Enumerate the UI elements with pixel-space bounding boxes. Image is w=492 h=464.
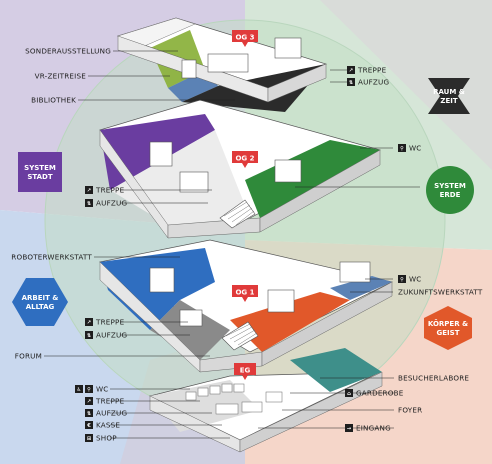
eg-treppe: ↗ TREPPE	[85, 397, 125, 406]
svg-text:TREPPE: TREPPE	[95, 397, 125, 406]
accessible-icon	[75, 385, 83, 393]
label-roboterwerkstatt: ROBOTERWERKSTATT	[11, 253, 92, 262]
stairs-icon	[85, 186, 93, 194]
elevator-icon	[85, 199, 93, 207]
zone-badge-raum-zeit[interactable]: RAUM & ZEIT	[428, 78, 470, 114]
og3-treppe: ↗ TREPPE	[347, 66, 387, 75]
svg-text:SHOP: SHOP	[96, 434, 117, 443]
svg-text:⇅: ⇅	[87, 201, 92, 207]
badge-og3: OG 3	[232, 30, 258, 47]
svg-text:ZUKUNFTSWERKSTATT: ZUKUNFTSWERKSTATT	[398, 288, 483, 297]
og2-aufzug: ⇅ AUFZUG	[85, 199, 127, 208]
shop-icon	[85, 434, 93, 442]
badge-og1: OG 1	[232, 285, 258, 302]
svg-text:⇅: ⇅	[87, 411, 92, 417]
svg-text:AUFZUG: AUFZUG	[96, 409, 127, 418]
svg-text:WC: WC	[409, 275, 422, 284]
stairs-icon	[85, 397, 93, 405]
svg-text:⇅: ⇅	[349, 80, 354, 86]
og1-wc: ⚲ WC	[398, 275, 422, 284]
elevator-icon	[85, 331, 93, 339]
svg-text:EG: EG	[240, 367, 251, 375]
og1-treppe: ↗ TREPPE	[85, 318, 125, 327]
badge-eg: EG	[234, 363, 256, 380]
og1-aufzug: ⇅ AUFZUG	[85, 331, 127, 340]
svg-text:ARBEIT &: ARBEIT &	[22, 294, 59, 302]
svg-text:OG 3: OG 3	[235, 34, 254, 42]
zone-badge-koerper-geist[interactable]: KÖRPER & GEIST	[424, 306, 472, 350]
svg-text:TREPPE: TREPPE	[95, 186, 125, 195]
og2-wc: ⚲ WC	[398, 144, 422, 153]
stairs-icon	[85, 318, 93, 326]
wc-icon	[85, 385, 93, 393]
svg-text:↗: ↗	[87, 320, 91, 326]
svg-text:⇅: ⇅	[87, 333, 92, 339]
og2-treppe: ↗ TREPPE	[85, 186, 125, 195]
eg-wc: ♿ ⚲ WC	[75, 385, 109, 394]
og1-zukunftswerkstatt: ZUKUNFTSWERKSTATT	[398, 288, 483, 297]
eg-eingang: → EINGANG	[345, 424, 391, 433]
label-vr-zeitreise: VR-ZEITREISE	[35, 72, 87, 81]
svg-text:WC: WC	[409, 144, 422, 153]
svg-text:GEIST: GEIST	[437, 329, 460, 337]
stairs-icon	[347, 66, 355, 74]
svg-text:⚲: ⚲	[87, 387, 91, 393]
zone-badge-system-erde[interactable]: SYSTEM ERDE	[426, 166, 474, 214]
svg-text:WC: WC	[96, 385, 109, 394]
svg-text:AUFZUG: AUFZUG	[358, 78, 389, 87]
elevator-icon	[85, 409, 93, 417]
eg-aufzug: ⇅ AUFZUG	[85, 409, 127, 418]
svg-text:⚲: ⚲	[400, 146, 404, 152]
eg-shop: ⊞ SHOP	[85, 434, 117, 443]
svg-text:AUFZUG: AUFZUG	[96, 331, 127, 340]
svg-text:⌂: ⌂	[347, 391, 351, 397]
elevator-icon	[347, 78, 355, 86]
svg-text:SYSTEM: SYSTEM	[434, 182, 466, 190]
svg-text:ALLTAG: ALLTAG	[26, 303, 55, 311]
label-besucherlabore: BESUCHERLABORE	[398, 374, 469, 383]
svg-text:⚲: ⚲	[400, 277, 404, 283]
badge-og2: OG 2	[232, 151, 258, 168]
svg-text:OG 2: OG 2	[235, 155, 254, 163]
wc-icon	[398, 275, 406, 283]
svg-text:TREPPE: TREPPE	[357, 66, 387, 75]
svg-text:SYSTEM: SYSTEM	[24, 164, 56, 172]
svg-text:↗: ↗	[349, 68, 353, 74]
svg-text:RAUM &: RAUM &	[433, 88, 465, 96]
coat-hanger-icon	[345, 389, 353, 397]
svg-text:♿: ♿	[77, 387, 82, 393]
svg-text:KÖRPER &: KÖRPER &	[428, 319, 468, 328]
svg-text:TREPPE: TREPPE	[95, 318, 125, 327]
svg-text:ERDE: ERDE	[440, 191, 461, 199]
label-forum: FORUM	[15, 352, 42, 361]
label-sonderausstellung: SONDERAUSSTELLUNG	[25, 47, 111, 56]
og3-aufzug: ⇅ AUFZUG	[347, 78, 389, 87]
cash-register-icon	[85, 421, 93, 429]
entrance-icon	[345, 424, 353, 432]
svg-text:ZEIT: ZEIT	[440, 97, 457, 105]
svg-text:→: →	[347, 426, 352, 432]
leader-lines	[44, 50, 420, 439]
zone-badge-system-stadt[interactable]: SYSTEM STADT	[18, 152, 62, 192]
svg-text:OG 1: OG 1	[235, 289, 254, 297]
eg-garderobe: ⌂ GARDEROBE	[345, 389, 404, 398]
zone-badge-arbeit-alltag[interactable]: ARBEIT & ALLTAG	[12, 278, 68, 326]
wc-icon	[398, 144, 406, 152]
svg-text:GARDEROBE: GARDEROBE	[356, 389, 404, 398]
svg-text:€: €	[86, 423, 91, 429]
svg-text:EINGANG: EINGANG	[356, 424, 391, 433]
svg-text:STADT: STADT	[27, 173, 53, 181]
eg-kasse: € KASSE	[85, 421, 120, 430]
label-bibliothek: BIBLIOTHEK	[31, 96, 76, 105]
label-foyer: FOYER	[398, 406, 422, 415]
floor-badges: OG 3 OG 2 OG 1 EG	[232, 30, 258, 380]
svg-text:KASSE: KASSE	[96, 421, 120, 430]
svg-text:↗: ↗	[87, 188, 91, 194]
svg-text:↗: ↗	[87, 399, 91, 405]
svg-text:⊞: ⊞	[87, 436, 92, 442]
svg-text:AUFZUG: AUFZUG	[96, 199, 127, 208]
